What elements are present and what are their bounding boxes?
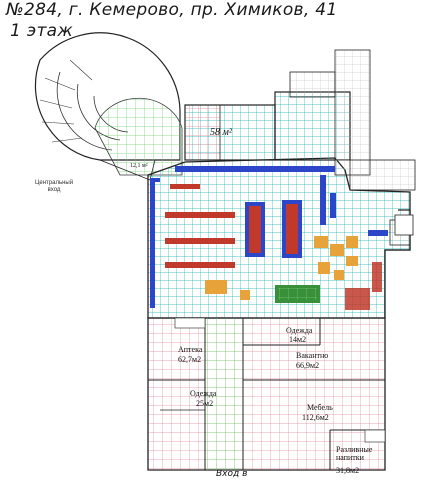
orange-fixtures [205,236,358,300]
room-name: Разливные напитки [336,445,373,463]
exterior-walls [385,209,414,251]
room-area: 25м2 [196,399,214,408]
gondolas [245,200,302,258]
perimeter-shelving [150,166,388,308]
hall-area-label: 58 м² [210,127,232,138]
lower-gallery [147,317,386,471]
room-name: Вакантно [296,351,329,360]
room-name: Аптека [178,345,203,354]
central-entrance-label: Центральный вход [34,180,74,193]
room-area: 14м2 [289,335,307,344]
room-name: Мебель [307,403,333,412]
upper-hall [184,49,416,191]
rotunda [34,32,183,181]
floor-label: 1 этаж [10,21,73,41]
room-name: Одежда [190,389,217,398]
small-area-label: 12,1 м² [130,163,148,169]
entrance-label: Вход в [216,469,248,479]
room-area: 112,6м2 [302,413,329,422]
page-title: №284, г. Кемерово, пр. Химиков, 41 [6,0,338,20]
red-racks [165,184,235,268]
room-area: 66,9м2 [296,361,320,370]
produce-block [275,285,320,303]
room-area: 62,7м2 [178,355,202,364]
room-area: 31,8м2 [336,466,360,475]
room-name: Одежда [286,326,313,335]
